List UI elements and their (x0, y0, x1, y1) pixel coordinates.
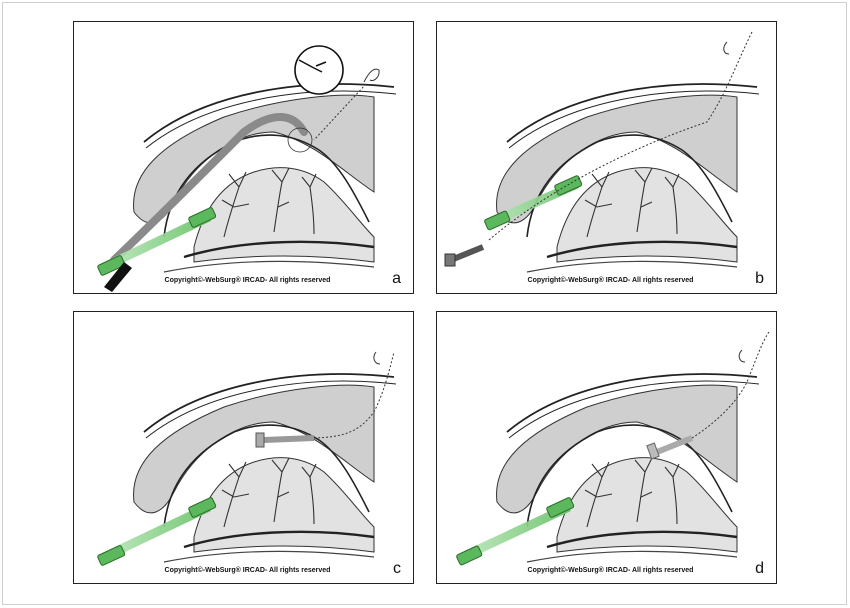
copyright-text: Copyright©-WebSurg® IRCAD- All rights re… (164, 277, 331, 284)
panel-a: Copyright©-WebSurg® IRCAD- All rights re… (73, 21, 414, 294)
panel-c: Copyright©-WebSurg® IRCAD- All rights re… (73, 311, 414, 584)
illustration-d (456, 331, 770, 566)
copyright-text: Copyright©-WebSurg® IRCAD- All rights re… (527, 277, 694, 284)
copyright-text: Copyright©-WebSurg® IRCAD- All rights re… (164, 567, 331, 574)
panel-b: Copyright©-WebSurg® IRCAD- All rights re… (436, 21, 777, 294)
illustration-a (97, 45, 398, 292)
panel-letter: c (393, 560, 401, 577)
panel-d: Copyright©-WebSurg® IRCAD- All rights re… (436, 311, 777, 584)
illustration-b (444, 31, 761, 274)
copyright-text: Copyright©-WebSurg® IRCAD- All rights re… (527, 567, 694, 574)
illustration-c (97, 351, 398, 566)
panel-letter: b (755, 270, 764, 287)
panel-letter: d (755, 560, 764, 577)
panel-letter: a (392, 270, 401, 287)
